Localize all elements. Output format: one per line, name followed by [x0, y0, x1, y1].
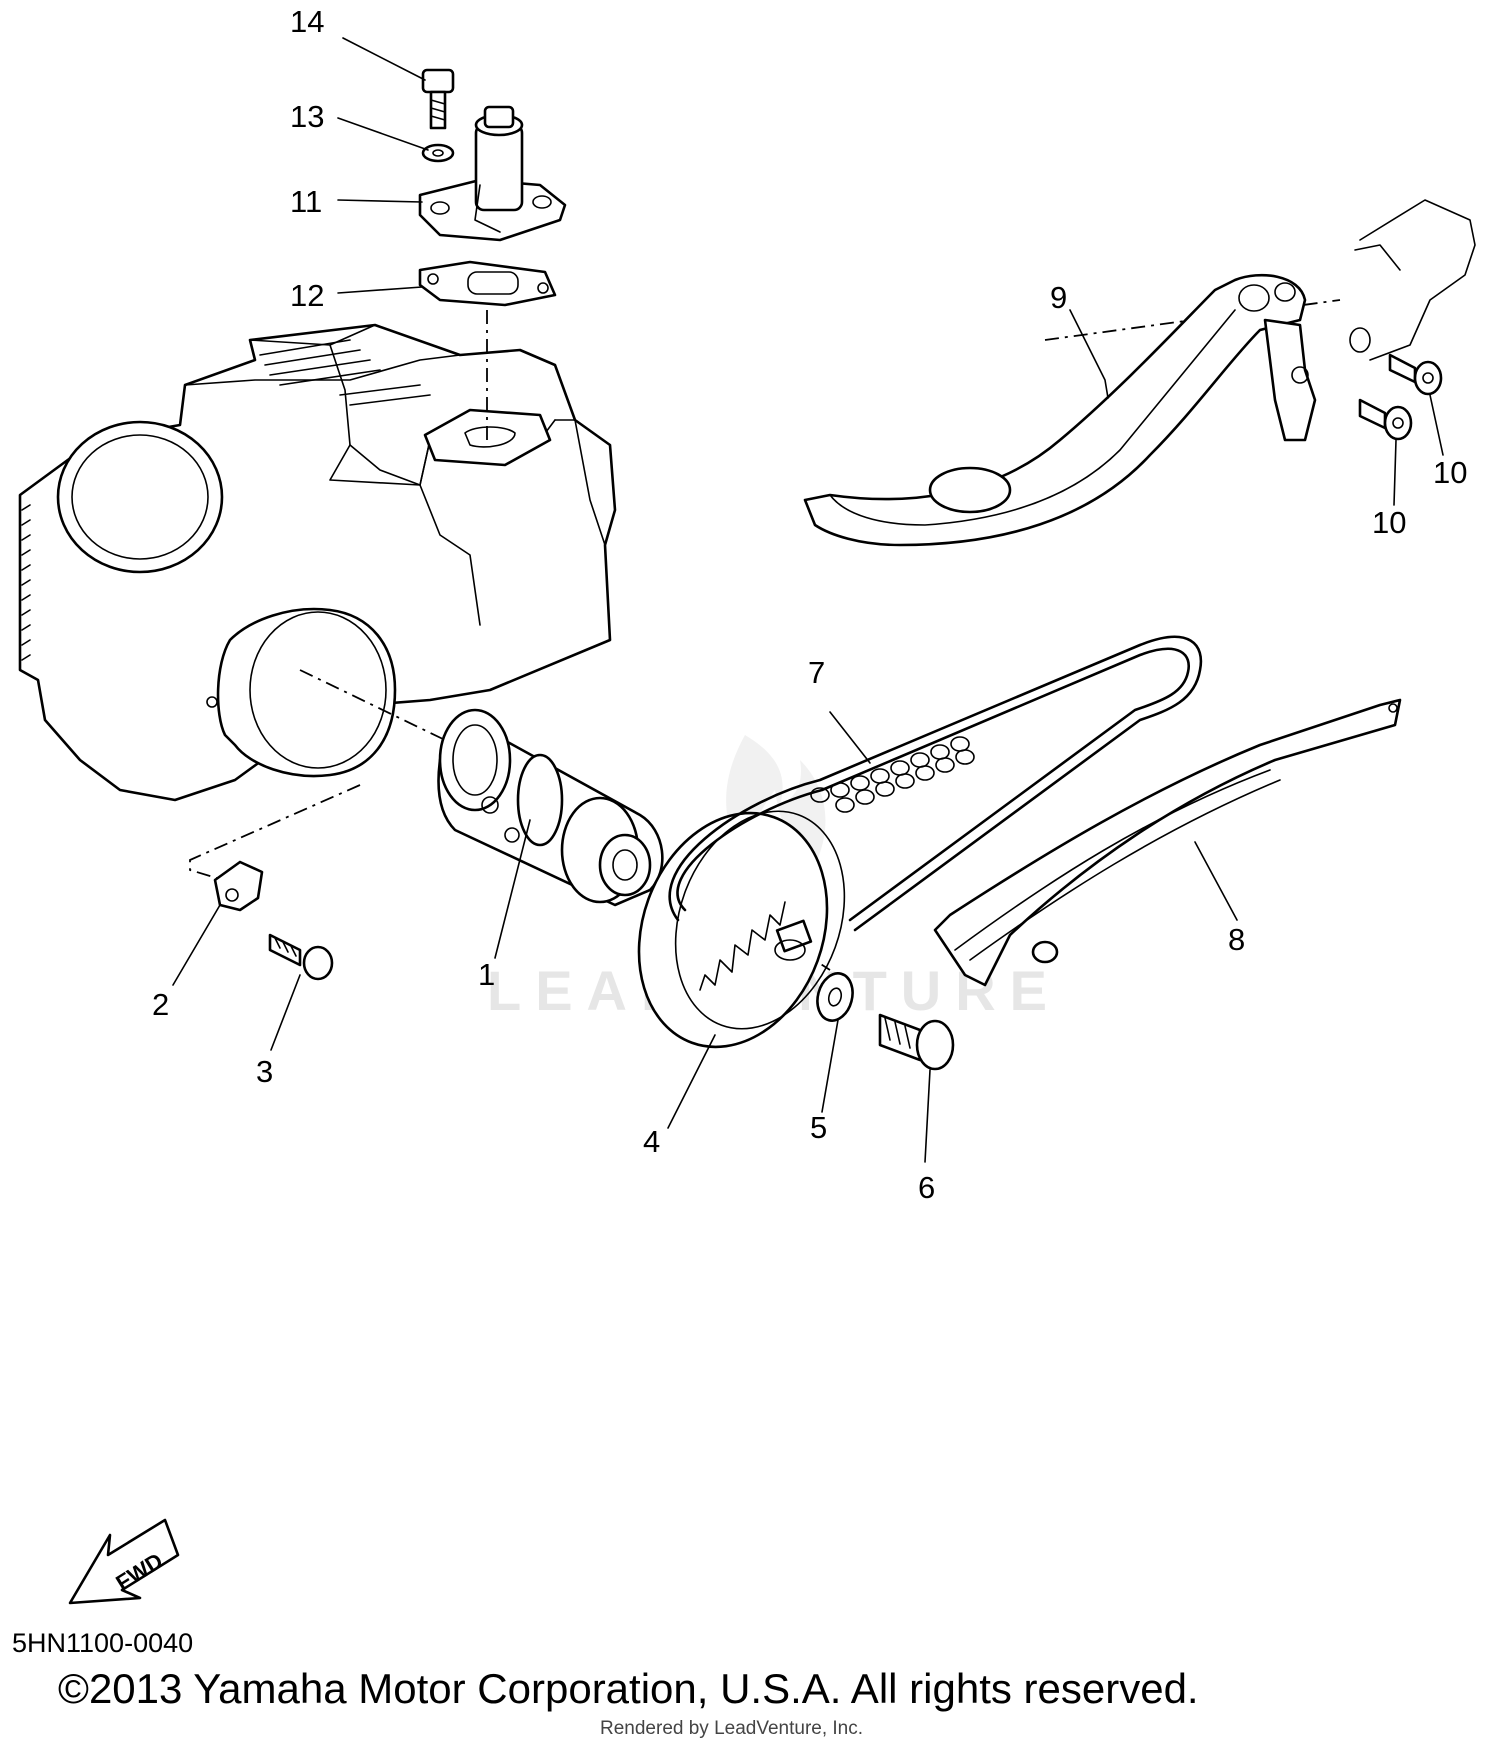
- bolt-10-upper: [1388, 353, 1443, 396]
- callout-14: 14: [290, 4, 324, 39]
- cylinder-head: [18, 323, 617, 802]
- fwd-arrow-icon: FWD: [68, 1518, 180, 1605]
- callout-4: 4: [643, 1124, 660, 1159]
- cam-chain-7: [668, 635, 1203, 932]
- leader-lines: [172, 37, 1444, 1163]
- callout-12: 12: [290, 278, 324, 313]
- callout-10-upper: 10: [1433, 455, 1467, 490]
- washer-13: [421, 143, 455, 163]
- tensioner-guide-9: [803, 199, 1476, 547]
- callout-13: 13: [290, 99, 324, 134]
- chain-links: [810, 736, 975, 813]
- gasket-12: [418, 260, 557, 307]
- callout-2: 2: [152, 987, 169, 1022]
- diagram-code: 5HN1100-0040: [12, 1628, 194, 1658]
- bolt-10-lower: [1358, 398, 1413, 441]
- callouts: 14 13 11 12 9 10 10 7 8 1 2 3 4 5 6: [152, 4, 1467, 1205]
- callout-11: 11: [290, 184, 322, 219]
- callout-1: 1: [478, 957, 495, 992]
- copyright-notice: ©2013 Yamaha Motor Corporation, U.S.A. A…: [58, 1665, 1199, 1712]
- cam-chain-tensioner-11: [418, 105, 567, 242]
- bolt-3: [268, 933, 334, 981]
- camshaft-1: [437, 708, 664, 907]
- chain-guide-8: [933, 698, 1402, 987]
- bracket-2: [213, 860, 264, 912]
- callout-10-lower: 10: [1372, 505, 1406, 540]
- callout-7: 7: [808, 655, 825, 690]
- rendered-by-notice: Rendered by LeadVenture, Inc.: [600, 1718, 864, 1739]
- callout-9: 9: [1050, 280, 1067, 315]
- callout-3: 3: [256, 1054, 273, 1089]
- callout-6: 6: [918, 1170, 935, 1205]
- bolt-6: [878, 1013, 955, 1071]
- callout-5: 5: [810, 1110, 827, 1145]
- washer-5: [816, 972, 854, 1022]
- callout-8: 8: [1228, 922, 1245, 957]
- bolt-14: [421, 68, 455, 130]
